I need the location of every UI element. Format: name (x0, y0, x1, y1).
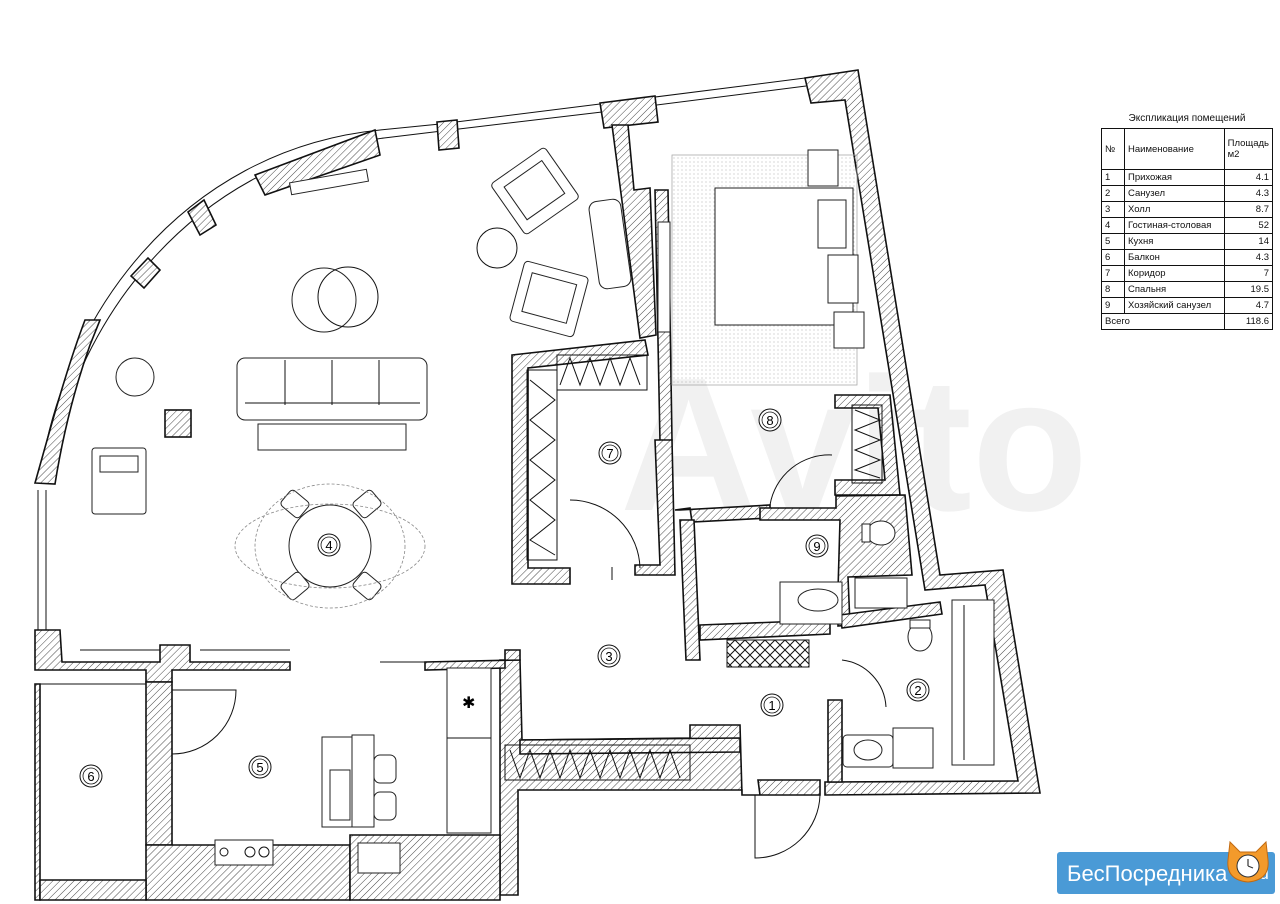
armchair (491, 147, 579, 235)
svg-text:9: 9 (813, 539, 820, 554)
row-name: Кухня (1124, 233, 1225, 250)
svg-text:1: 1 (768, 698, 775, 713)
room-label-2: 2 (906, 678, 930, 702)
row-num: 8 (1101, 281, 1125, 298)
row-area: 8.7 (1223, 201, 1274, 218)
brand-badge[interactable]: БесПосредника .ru (1057, 840, 1277, 896)
row-area: 4.7 (1223, 297, 1274, 314)
room-label-5: 5 (248, 755, 272, 779)
room-label-3: 3 (597, 644, 621, 668)
svg-text:2: 2 (914, 683, 921, 698)
row-area: 7 (1223, 265, 1274, 282)
row-name: Холл (1124, 201, 1225, 218)
row-name: Санузел (1124, 185, 1225, 202)
armchair (509, 260, 589, 338)
svg-text:6: 6 (87, 769, 94, 784)
row-name: Балкон (1124, 249, 1225, 266)
cat-mascot-icon (1227, 840, 1269, 883)
total-area: 118.6 (1223, 313, 1274, 330)
row-num: 6 (1101, 249, 1125, 266)
room-label-6: 6 (79, 764, 103, 788)
row-area: 4.3 (1223, 249, 1274, 266)
row-num: 7 (1101, 265, 1125, 282)
svg-text:3: 3 (605, 649, 612, 664)
row-area: 52 (1223, 217, 1274, 234)
brand-name: БесПосредника (1067, 861, 1228, 886)
svg-text:5: 5 (256, 760, 263, 775)
row-name: Коридор (1124, 265, 1225, 282)
row-num: 2 (1101, 185, 1125, 202)
header-area: Площадь м2 (1223, 128, 1274, 170)
svg-text:✱: ✱ (462, 693, 475, 712)
row-num: 3 (1101, 201, 1125, 218)
room-label-7: 7 (598, 441, 622, 465)
room-label-8: 8 (758, 408, 782, 432)
room-schedule: Экспликация помещений № Наименование Пло… (1101, 113, 1274, 330)
row-name: Прихожая (1124, 169, 1225, 186)
row-name: Гостиная-столовая (1124, 217, 1225, 234)
room-labels: 1 2 3 4 5 6 7 8 9 (79, 408, 930, 788)
armchair (91, 447, 147, 515)
row-area: 14 (1223, 233, 1274, 250)
header-num: № (1101, 128, 1125, 170)
row-name: Спальня (1124, 281, 1225, 298)
total-label: Всего (1101, 313, 1225, 330)
row-name: Хозяйский санузел (1124, 297, 1225, 314)
svg-text:8: 8 (766, 413, 773, 428)
svg-text:4: 4 (325, 538, 332, 553)
header-name: Наименование (1124, 128, 1225, 170)
row-num: 5 (1101, 233, 1125, 250)
row-num: 9 (1101, 297, 1125, 314)
row-num: 1 (1101, 169, 1125, 186)
schedule-header-row: № Наименование Площадь м2 (1101, 128, 1274, 170)
row-area: 19.5 (1223, 281, 1274, 298)
room-label-4: 4 (317, 533, 341, 557)
svg-text:7: 7 (606, 446, 613, 461)
row-area: 4.3 (1223, 185, 1274, 202)
schedule-total-row: Всего 118.6 (1101, 313, 1274, 330)
row-num: 4 (1101, 217, 1125, 234)
row-area: 4.1 (1223, 169, 1274, 186)
schedule-caption: Экспликация помещений (1128, 113, 1246, 124)
room-label-9: 9 (805, 534, 829, 558)
room-label-1: 1 (760, 693, 784, 717)
